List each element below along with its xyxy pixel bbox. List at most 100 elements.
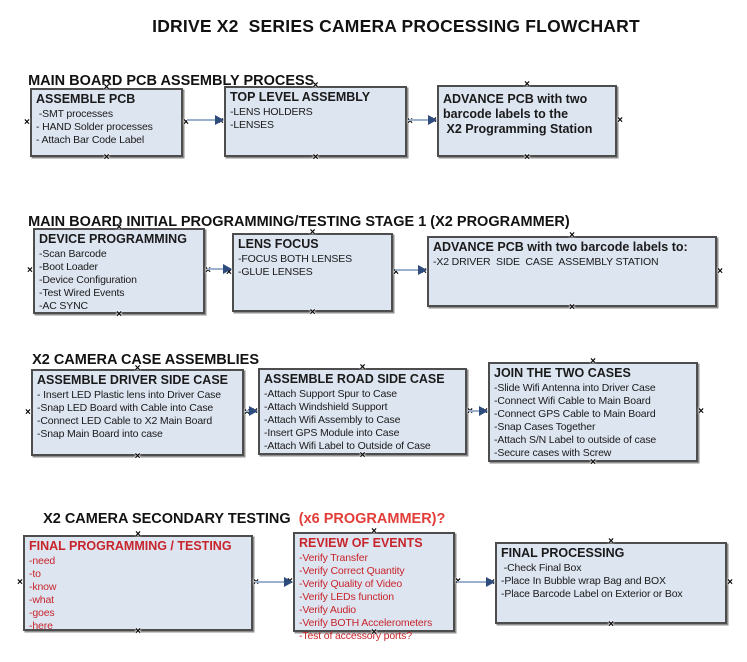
box-line: -Snap Main Board into case: [37, 427, 163, 440]
box-lines: -SMT processes- HAND Solder processes- A…: [36, 108, 177, 147]
box-lines: -Attach Support Spur to Case-Attach Wind…: [264, 388, 461, 453]
section-heading-initial-programming: MAIN BOARD INITIAL PROGRAMMING/TESTING S…: [20, 198, 570, 230]
section-heading-pcb-assembly: MAIN BOARD PCB ASSEMBLY PROCESS: [20, 57, 314, 89]
section-heading-case-assemblies: X2 CAMERA CASE ASSEMBLIES: [24, 336, 259, 368]
connection-point-icon: ×: [134, 363, 141, 374]
box-line: -X2 DRIVER SIDE CASE ASSEMBLY STATION: [433, 255, 659, 268]
connection-point-icon: ×: [17, 577, 23, 588]
box-line: -SMT processes: [36, 107, 113, 120]
box-line: -Verify BOTH Accelerometers: [299, 616, 433, 629]
process-box: REVIEW OF EVENTS -Verify Transfer-Verify…: [287, 527, 461, 642]
box-line: -LENSES: [230, 118, 274, 131]
connection-point-icon: ×: [371, 627, 377, 638]
box-lines: -Verify Transfer-Verify Correct Quantity…: [299, 552, 449, 643]
process-box: LENS FOCUS -FOCUS BOTH LENSES-GLUE LENSE…: [226, 228, 399, 318]
box-lines: -Slide Wifi Antenna into Driver Case-Con…: [494, 382, 692, 460]
connection-point-icon: ×: [359, 362, 366, 373]
box-line: -Attach Wifi Label to Outside of Case: [264, 439, 431, 452]
connection-point-icon: ×: [524, 152, 530, 163]
box-line: - HAND Solder processes: [36, 120, 153, 133]
box-line: -LENS HOLDERS: [230, 105, 313, 118]
connection-point-icon: ×: [569, 230, 575, 241]
box-line: -Insert GPS Module into Case: [264, 426, 400, 439]
box-line: -Scan Barcode: [39, 247, 107, 260]
box-line: -Attach Support Spur to Case: [264, 387, 397, 400]
flow-arrow: [395, 265, 427, 275]
connection-point-icon: ×: [608, 619, 614, 630]
box-line: -Connect LED Cable to X2 Main Board: [37, 414, 213, 427]
box-title: TOP LEVEL ASSEMBLY: [230, 90, 371, 104]
arrow-head-icon: [284, 577, 293, 587]
box-line: -Check Final Box: [501, 561, 582, 574]
connection-point-icon: ×: [590, 457, 596, 468]
box-line: -Verify Correct Quantity: [299, 564, 405, 577]
process-box: FINAL PROCESSING -Check Final Box-Place …: [489, 537, 733, 630]
arrow-head-icon: [479, 406, 488, 416]
connection-point-icon: ×: [727, 577, 733, 588]
box-lines: -need-to-know-what-goes-here: [29, 555, 247, 633]
flow-arrow: [207, 264, 232, 274]
box-lines: - Insert LED Plastic lens into Driver Ca…: [37, 389, 238, 441]
box-line: -Connect GPS Cable to Main Board: [494, 407, 656, 420]
box-line: -to: [29, 567, 41, 580]
connection-point-icon: ×: [25, 406, 31, 418]
arrow-head-icon: [486, 577, 495, 587]
process-box: FINAL PROGRAMMING / TESTING -need-to-kno…: [17, 530, 259, 637]
process-box: TOP LEVEL ASSEMBLY -LENS HOLDERS-LENSES …: [218, 81, 413, 163]
flow-arrow: [469, 406, 488, 416]
box-line: - Insert LED Plastic lens into Driver Ca…: [37, 388, 221, 401]
flow-arrow: [457, 577, 495, 587]
connection-point-icon: ×: [717, 265, 723, 277]
process-box: JOIN THE TWO CASES -Slide Wifi Antenna i…: [482, 357, 704, 468]
box-line: -Device Configuration: [39, 273, 137, 286]
box-title: ASSEMBLE DRIVER SIDE CASE: [37, 373, 229, 387]
box-line: -need: [29, 554, 56, 567]
box-title: FINAL PROGRAMMING / TESTING: [29, 539, 232, 553]
connection-point-icon: ×: [183, 116, 189, 128]
connection-point-icon: ×: [309, 227, 316, 238]
connection-point-icon: ×: [309, 307, 316, 318]
box-line: -here: [29, 619, 53, 632]
box-title: LENS FOCUS: [238, 237, 319, 251]
connection-point-icon: ×: [24, 116, 30, 128]
box-line: -Attach Windshield Support: [264, 400, 388, 413]
connection-point-icon: ×: [134, 451, 141, 462]
box-title: JOIN THE TWO CASES: [494, 366, 631, 380]
connection-point-icon: ×: [27, 265, 33, 276]
box-line: -goes: [29, 606, 55, 619]
box-line: -GLUE LENSES: [238, 265, 313, 278]
connection-point-icon: ×: [116, 222, 122, 233]
arrow-head-icon: [249, 406, 258, 416]
connection-point-icon: ×: [359, 450, 366, 461]
arrow-head-icon: [215, 115, 224, 125]
connection-point-icon: ×: [312, 152, 319, 163]
box-line: - Attach Bar Code Label: [36, 133, 145, 146]
section-heading-text: MAIN BOARD PCB ASSEMBLY PROCESS: [28, 73, 315, 89]
arrow-head-icon: [428, 115, 437, 125]
flow-arrow: [246, 406, 258, 416]
connection-point-icon: ×: [205, 265, 211, 276]
box-lines: -Check Final Box-Place In Bubble wrap Ba…: [501, 562, 721, 601]
box-line: -Snap LED Board with Cable into Case: [37, 401, 214, 414]
page-title: IDRIVE X2 SERIES CAMERA PROCESSING FLOWC…: [152, 16, 640, 36]
connection-point-icon: ×: [253, 578, 259, 588]
box-line: -Attach Wifi Assembly to Case: [264, 413, 401, 426]
process-box: ASSEMBLE PCB -SMT processes- HAND Solder…: [24, 83, 189, 163]
box-line: -Place In Bubble wrap Bag and BOX: [501, 574, 666, 587]
connection-point-icon: ×: [103, 152, 110, 163]
connection-point-icon: ×: [407, 115, 413, 127]
box-line: -AC SYNC: [39, 299, 88, 312]
box-line: -what: [29, 593, 54, 606]
box-line: -Verify Audio: [299, 603, 356, 616]
section-heading-text: MAIN BOARD INITIAL PROGRAMMING/TESTING S…: [28, 214, 570, 230]
flow-arrow: [255, 577, 293, 587]
connection-point-icon: ×: [371, 526, 377, 537]
box-lines: -LENS HOLDERS-LENSES: [230, 106, 401, 132]
box-line: -FOCUS BOTH LENSES: [238, 252, 352, 265]
box-line: -Secure cases with Screw: [494, 446, 612, 459]
box-line: -Verify Quality of Video: [299, 577, 403, 590]
box-title: ASSEMBLE PCB: [36, 92, 136, 106]
box-title: ADVANCE PCB with two barcode labels to:: [433, 240, 688, 254]
connection-point-icon: ×: [116, 309, 122, 320]
